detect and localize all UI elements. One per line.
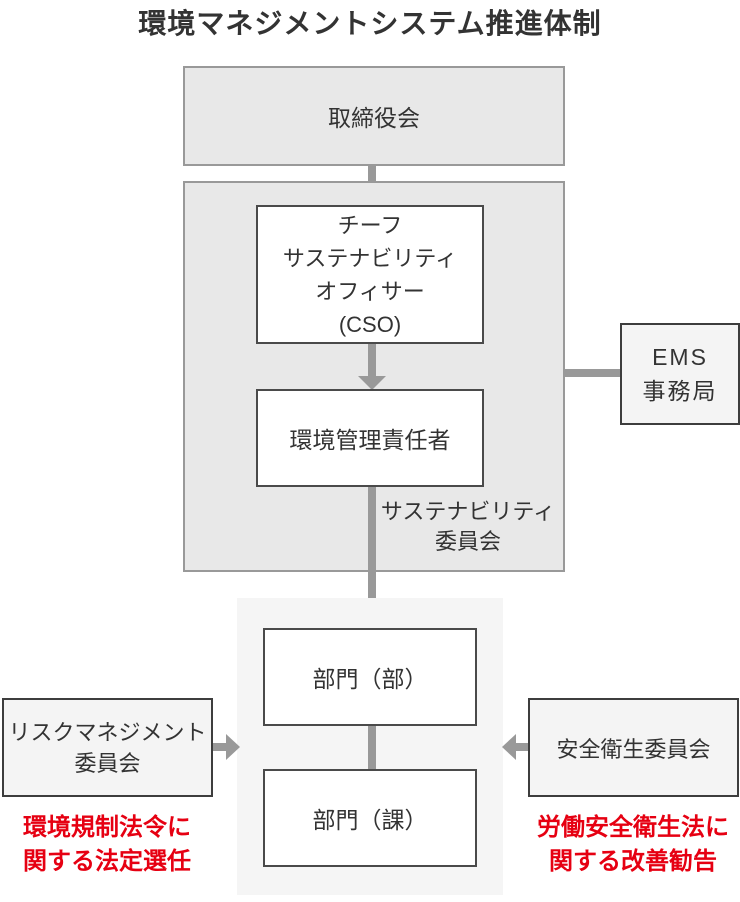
ems-office-label: EMS 事務局 (642, 344, 718, 404)
dept-section-label: 部門（課） (312, 807, 428, 833)
improvement-recommendation-note: 労働安全衛生法に 関する改善勧告 (537, 814, 729, 875)
arrow-safety-to-dept-stem (516, 743, 528, 751)
ems-office-box: EMS 事務局 (620, 323, 740, 425)
safety-committee-label: 安全衛生委員会 (556, 736, 711, 762)
board-of-directors-label: 取締役会 (328, 105, 420, 131)
dept-division-box: 部門（部） (263, 628, 477, 726)
connector-division-to-section (368, 726, 376, 769)
arrow-left-icon (502, 734, 516, 760)
dept-division-label: 部門（部） (312, 666, 428, 692)
connector-group-to-ems (565, 369, 620, 377)
arrow-risk-to-dept-stem (213, 743, 226, 751)
arrow-down-icon (358, 376, 386, 390)
sustainability-committee-label: サステナビリティ 委員会 (380, 499, 556, 554)
risk-committee-box: リスクマネジメント 委員会 (2, 698, 213, 797)
legal-appointment-note: 環境規制法令に 関する法定選任 (23, 814, 191, 875)
env-manager-label: 環境管理責任者 (289, 427, 451, 453)
cso-box: チーフ サステナビリティ オフィサー (CSO) (256, 205, 484, 344)
arrow-cso-to-envmgr-stem (368, 344, 376, 377)
env-manager-box: 環境管理責任者 (256, 389, 484, 487)
arrow-envmgr-to-dept-stem (368, 487, 376, 615)
board-of-directors-box: 取締役会 (183, 66, 565, 166)
risk-committee-label: リスクマネジメント 委員会 (8, 719, 207, 776)
cso-label: チーフ サステナビリティ オフィサー (CSO) (282, 212, 458, 337)
diagram-title: 環境マネジメントシステム推進体制 (138, 8, 602, 39)
arrow-right-icon (226, 734, 240, 760)
safety-committee-box: 安全衛生委員会 (528, 698, 739, 797)
arrow-board-to-cso-stem (368, 166, 376, 192)
dept-section-box: 部門（課） (263, 769, 477, 867)
